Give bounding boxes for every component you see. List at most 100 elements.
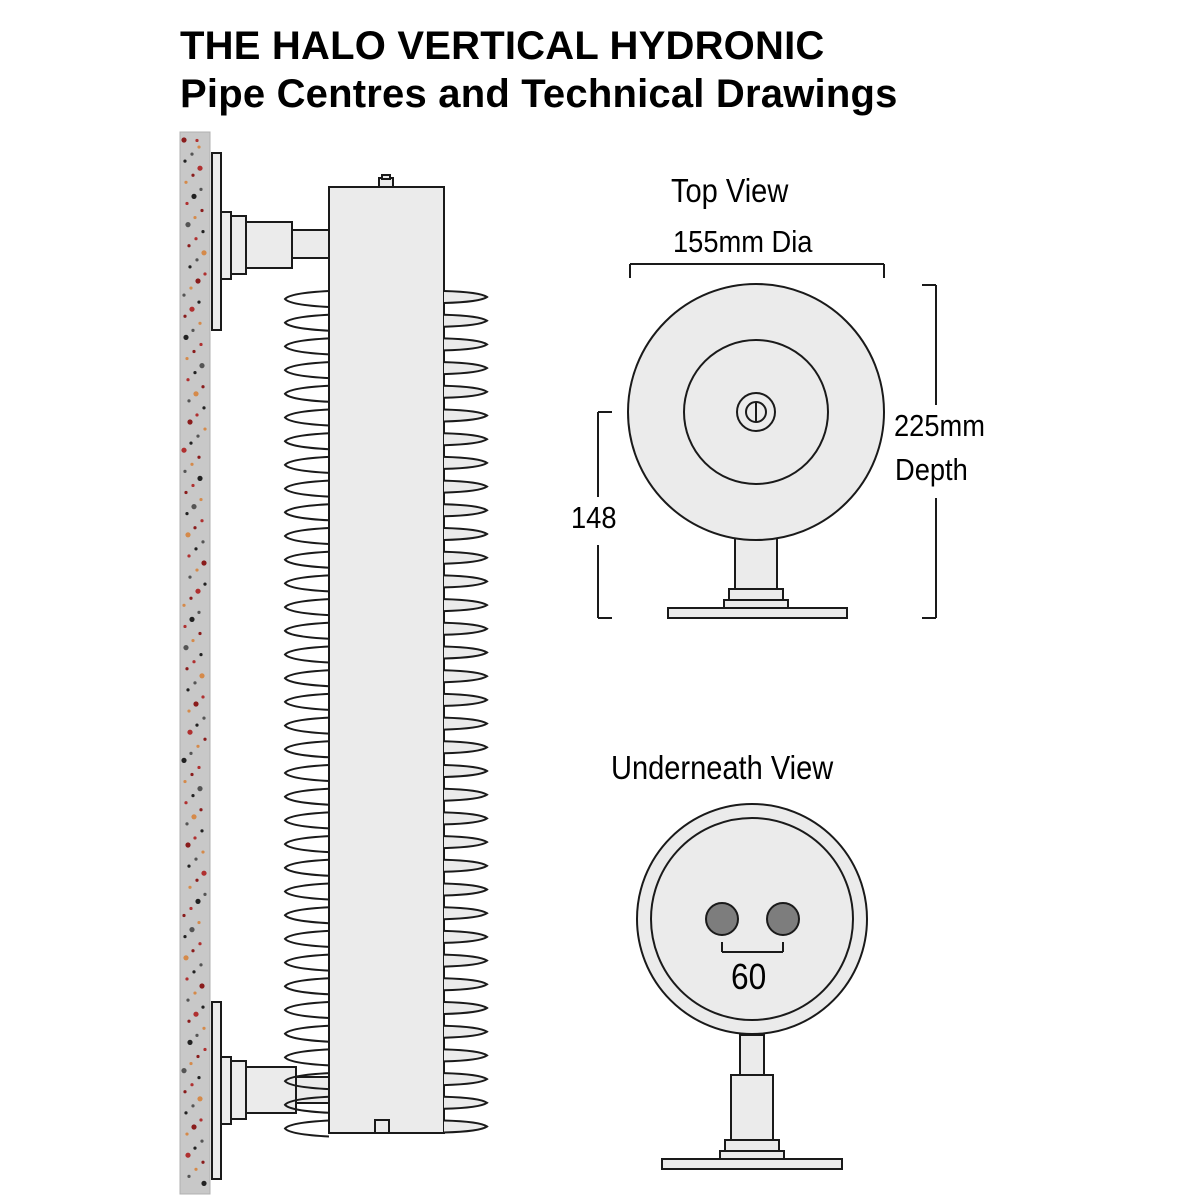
wall-speck xyxy=(199,673,205,679)
fin-back xyxy=(283,882,330,901)
wall-speck xyxy=(185,1152,191,1158)
fin-front xyxy=(443,953,489,968)
wall-speck xyxy=(183,955,189,961)
wall-speck xyxy=(190,772,194,777)
fin-back xyxy=(283,313,330,332)
fin-back xyxy=(283,1119,330,1138)
wall-speck xyxy=(186,688,190,692)
fin-front xyxy=(443,1119,489,1134)
wall-speck xyxy=(182,913,186,918)
wall-speck xyxy=(201,1180,207,1186)
fin-back xyxy=(283,598,330,617)
wall-speck xyxy=(193,991,197,995)
wall-speck xyxy=(193,681,197,685)
wall-speck xyxy=(202,1026,206,1030)
wall-speck xyxy=(203,1047,207,1052)
wall-speck xyxy=(201,560,207,566)
fin-front xyxy=(443,740,489,755)
wall-speck xyxy=(201,230,205,234)
wall-speck xyxy=(183,334,189,340)
wall-speck xyxy=(191,638,195,643)
wall-speck xyxy=(189,616,195,623)
wall-speck xyxy=(201,1005,205,1009)
heat-fins xyxy=(283,290,330,1138)
wall-speck xyxy=(195,568,199,572)
fin-front xyxy=(443,598,489,613)
fin-front xyxy=(443,290,489,304)
fin-back xyxy=(283,432,330,451)
return-pipe-hole xyxy=(766,902,800,936)
fin-front xyxy=(443,716,489,731)
wall-speck xyxy=(184,1111,188,1115)
fin-back xyxy=(283,621,330,640)
wall-speck xyxy=(190,152,194,156)
bottom-wall-bracket xyxy=(211,1001,330,1180)
radiator-column xyxy=(328,186,445,1134)
wall xyxy=(179,131,211,1195)
fin-front xyxy=(443,906,489,921)
wall-speck xyxy=(184,490,188,495)
fin-back xyxy=(283,787,330,806)
fin-front xyxy=(443,503,489,518)
wall-speck xyxy=(192,970,196,974)
wall-speck xyxy=(201,540,205,544)
wall-speck xyxy=(190,1083,194,1087)
wall-speck xyxy=(185,977,189,981)
wall-speck xyxy=(187,864,191,868)
wall-speck xyxy=(189,927,195,933)
wall-speck xyxy=(191,949,195,953)
drain-plug xyxy=(374,1119,390,1134)
wall-speck xyxy=(193,215,197,220)
wall-speck xyxy=(191,173,195,177)
wall-speck xyxy=(195,258,199,262)
fin-back xyxy=(283,1024,330,1043)
wall-speck xyxy=(185,222,191,228)
fin-back xyxy=(283,977,330,996)
underneath-view-drawing xyxy=(636,803,868,1170)
fin-front xyxy=(443,811,489,826)
fin-back xyxy=(283,574,330,593)
fin-back xyxy=(283,1001,330,1019)
top-wall-bracket xyxy=(211,152,330,331)
wall-speck xyxy=(198,631,202,636)
wall-speck xyxy=(181,1068,187,1074)
wall-speck xyxy=(193,836,197,840)
wall-speck xyxy=(183,624,187,629)
title-line-2: Pipe Centres and Technical Drawings xyxy=(180,72,898,116)
wall-speck xyxy=(188,575,192,579)
wall-speck xyxy=(194,1167,198,1171)
wall-speck xyxy=(200,829,204,833)
wall-speck xyxy=(199,1118,203,1122)
wall-texture xyxy=(181,137,207,1186)
fin-front xyxy=(443,1001,489,1015)
wall-speck xyxy=(197,1076,201,1080)
wall-speck xyxy=(187,1174,191,1178)
wall-speck xyxy=(191,193,197,199)
wall-speck xyxy=(187,1039,193,1045)
fin-back xyxy=(283,929,330,948)
wall-speck xyxy=(193,526,197,530)
fin-back xyxy=(283,479,330,498)
wall-speck xyxy=(201,695,205,699)
fin-back xyxy=(283,290,330,308)
side-view xyxy=(179,131,489,1195)
wall-speck xyxy=(185,356,189,361)
wall-speck xyxy=(200,519,204,523)
wall-speck xyxy=(193,701,199,707)
wall-speck xyxy=(185,822,189,826)
wall-speck xyxy=(195,723,199,727)
wall-speck xyxy=(186,998,190,1002)
fin-back xyxy=(283,645,330,664)
wall-speck xyxy=(194,547,198,551)
fin-front xyxy=(443,574,489,589)
fin-front xyxy=(443,455,489,470)
fin-back xyxy=(283,361,330,380)
title-line-1: THE HALO VERTICAL HYDRONIC xyxy=(180,24,825,68)
pipe-centres-label: 60 xyxy=(731,956,767,997)
fin-front xyxy=(443,669,489,684)
wall-speck xyxy=(189,596,193,600)
fin-front xyxy=(443,787,489,802)
wall-speck xyxy=(185,667,189,671)
wall-speck xyxy=(196,744,200,748)
